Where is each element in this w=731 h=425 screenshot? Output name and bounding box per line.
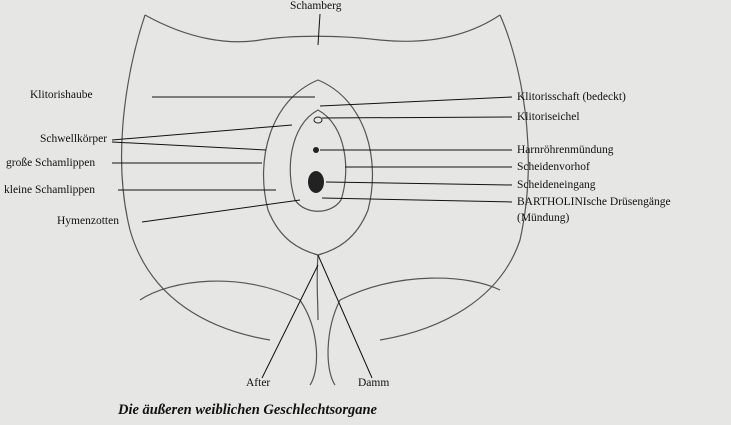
label-kleine-schamlippen: kleine Schamlippen (4, 184, 96, 196)
figure-caption: Die äußeren weiblichen Geschlechtsorgane (118, 402, 377, 418)
label-harnroehrenmuendung: Harnröhrenmündung (517, 144, 614, 156)
leader-lines (111, 13, 513, 379)
label-grosse-schamlippen: große Schamlippen (6, 157, 96, 169)
label-muendung: (Mündung) (517, 212, 570, 224)
label-scheideneingang: Scheideneingang (517, 179, 596, 191)
label-klitorishaube: Klitorishaube (30, 89, 93, 101)
label-scheidenvorhof: Scheidenvorhof (517, 161, 590, 173)
outline-drawing (121, 14, 529, 386)
label-klitoriseichel: Klitoriseichel (517, 111, 580, 123)
label-damm: Damm (358, 377, 390, 389)
label-schwellkoerper: Schwellkörper (40, 133, 108, 145)
label-klitorisschaft: Klitorisschaft (bedeckt) (517, 91, 626, 103)
orifice-marks (308, 116, 324, 193)
label-bartholinische-druesengaenge: BARTHOLINIsche Drüsengänge (517, 196, 671, 208)
label-schamberg: Schamberg (290, 0, 342, 12)
label-after: After (246, 377, 271, 389)
label-hymenzotten: Hymenzotten (57, 215, 119, 227)
